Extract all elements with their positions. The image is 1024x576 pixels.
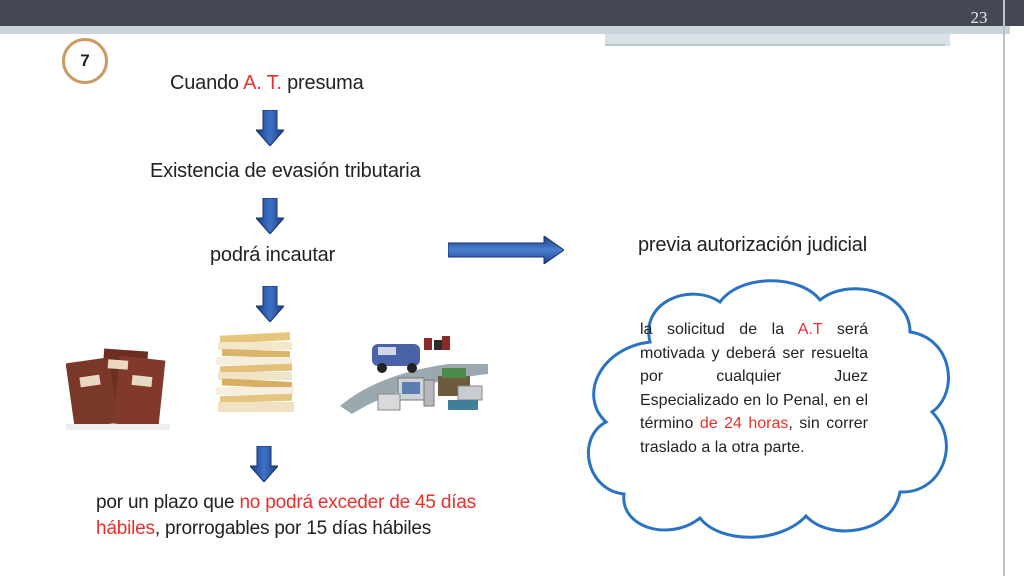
cloud-callout [586,279,950,539]
down-arrow-icon [250,446,278,482]
flow-step-1-post: presuma [281,72,364,94]
cloud-text-highlight-1: A.T [797,321,823,338]
cloud-text-1: la solicitud de la [640,321,798,338]
header-bar [0,0,1024,26]
header-line [605,44,945,46]
page-number: 23 [970,8,988,27]
step-number-badge: 7 [62,38,108,84]
cloud-text-3: , sin correr traslado a la otra parte. [640,415,869,456]
down-arrow-icon [256,110,284,146]
flow-step-1: Cuando A. T. presuma [170,72,364,95]
header-strip [0,26,1010,34]
assets-image [340,336,488,414]
term-post: , prorrogables por 15 días hábiles [154,518,432,539]
flow-step-1-pre: Cuando [170,72,244,94]
flow-step-1-highlight: A. T. [243,72,282,94]
cloud-text-2: será motivada y deberá ser resuelta por … [640,321,868,432]
term-statement: por un plazo que no podrá exceder de 45 … [96,490,496,542]
down-arrow-icon [256,286,284,322]
folders-image [66,348,170,430]
judicial-authorization-label: previa autorización judicial [638,234,867,256]
paper-stack-image [216,332,294,412]
right-rule [1003,0,1005,576]
term-pre: por un plazo que [96,492,240,513]
term-highlight: no podrá exceder de 45 días hábiles [96,492,476,539]
cloud-text: la solicitud de la A.T será motivada y d… [640,318,868,459]
down-arrow-icon [256,198,284,234]
flow-step-2: Existencia de evasión tributaria [150,160,421,182]
flow-step-3: podrá incautar [210,244,336,266]
header-strip-accent [605,34,950,46]
right-arrow-icon [448,236,564,264]
cloud-text-highlight-2: de 24 horas [699,415,789,432]
